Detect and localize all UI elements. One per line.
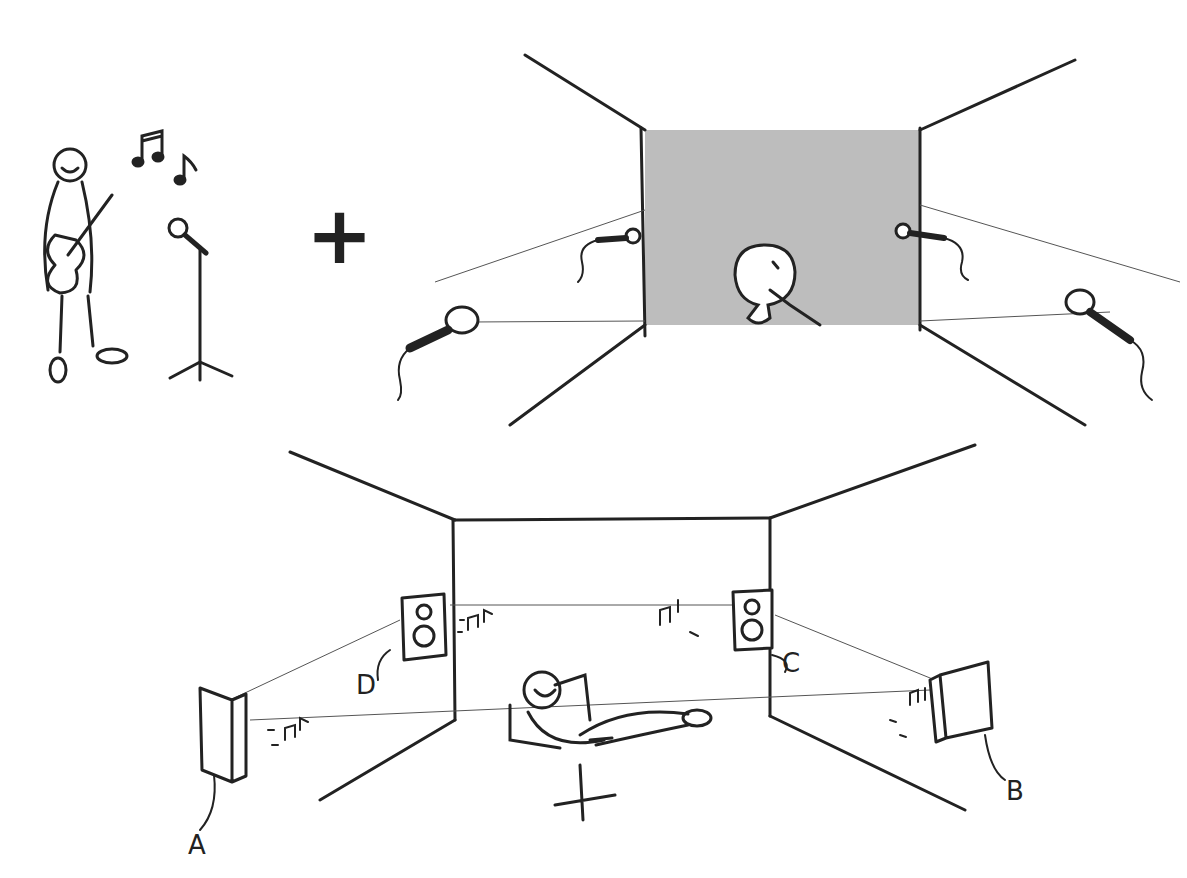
stand-legs [170, 362, 232, 380]
wall-edge [453, 518, 770, 720]
body-line [82, 182, 92, 292]
plus-sign: + [306, 196, 373, 276]
guitar-neck [68, 195, 112, 255]
guitar-body [48, 235, 85, 293]
guitarist [45, 149, 127, 382]
perspective-lines [435, 205, 1180, 322]
head-detail [770, 262, 820, 325]
speaker-letter: D [356, 672, 376, 698]
leader [200, 775, 215, 830]
head-shape [735, 245, 795, 323]
cable [1130, 340, 1152, 400]
note-head [175, 176, 185, 184]
chair-back [510, 705, 560, 748]
speaker-letter: B [1006, 778, 1024, 804]
mic-handle [185, 235, 206, 253]
foot [50, 358, 66, 382]
perspective-lines [230, 605, 935, 720]
wall-edge [641, 128, 920, 336]
headrest [555, 675, 590, 720]
guide-line [230, 605, 935, 720]
note [142, 131, 162, 160]
driver [742, 620, 762, 640]
mic-handle [910, 233, 944, 238]
room-corner [510, 55, 1085, 425]
stand-pole [199, 250, 202, 362]
note-head [153, 153, 163, 161]
speaker-letter: C [782, 650, 800, 676]
head [524, 672, 560, 708]
chair-base [555, 738, 615, 820]
mic-handle [1090, 312, 1130, 340]
head [54, 149, 86, 181]
back-wall [645, 130, 920, 325]
music-notes [133, 131, 196, 184]
cable [578, 240, 598, 282]
face [535, 690, 555, 696]
room-edges [510, 55, 1085, 425]
dummy-head [735, 245, 820, 325]
leader [985, 735, 1005, 780]
recording-room [398, 55, 1180, 425]
driver [414, 626, 434, 646]
note [660, 600, 698, 636]
note [890, 688, 925, 737]
note [268, 718, 308, 745]
leader [378, 650, 391, 680]
mic-handle [598, 238, 626, 240]
cable [398, 348, 410, 400]
listening-room [200, 445, 1005, 830]
driver [745, 600, 759, 614]
note [458, 610, 492, 632]
leg [60, 296, 62, 352]
listener [510, 672, 711, 820]
feet [683, 710, 711, 726]
microphones [398, 224, 1152, 400]
mic-stand [169, 219, 232, 380]
cable [944, 238, 968, 280]
speaker-d [402, 594, 446, 660]
speakers [200, 590, 992, 782]
speaker-letter: A [188, 832, 206, 858]
sound-notes [268, 600, 925, 745]
mic-handle [410, 330, 448, 348]
room-edges [290, 445, 975, 810]
room-corner [290, 445, 975, 810]
leg [88, 296, 93, 346]
foot [97, 349, 127, 363]
guide-line [435, 205, 1180, 322]
face [62, 168, 78, 172]
note [184, 156, 196, 178]
note-head [133, 158, 143, 166]
speaker-b [930, 662, 992, 742]
driver [417, 605, 431, 619]
speaker-c [733, 590, 772, 650]
speaker-a [200, 688, 246, 782]
leader-lines [200, 650, 1005, 830]
